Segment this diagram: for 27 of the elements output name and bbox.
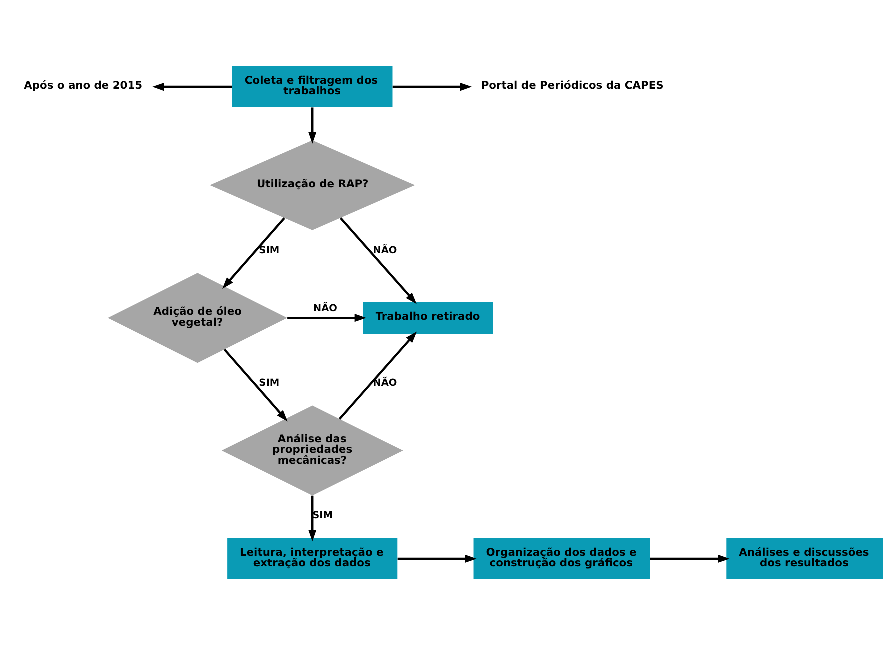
- arrow: [224, 348, 288, 422]
- node-text: Portal de Periódicos da CAPES: [481, 78, 664, 92]
- arrow: [398, 554, 477, 564]
- arrow: [308, 108, 317, 144]
- edge-label: NÃO: [313, 304, 338, 315]
- arrow: [288, 314, 366, 322]
- arrow: [339, 332, 418, 420]
- edge-label: NÃO: [373, 245, 398, 256]
- edge-label: SIM: [312, 510, 334, 522]
- edge-label: NÃO: [373, 378, 398, 390]
- node-diamond: Utilização de RAP?: [210, 140, 416, 230]
- edge-label: SIM: [259, 245, 280, 256]
- arrow: [152, 82, 232, 92]
- arrow: [308, 496, 317, 542]
- arrow: [650, 554, 730, 564]
- arrow: [340, 218, 417, 304]
- node-box: Análises e discussões dos resultados: [726, 538, 884, 580]
- node-box: Trabalho retirado: [363, 302, 494, 334]
- node-box: Leitura, interpretação e extração dos dados: [228, 538, 398, 580]
- node-diamond: Análise das propriedades mecânicas?: [222, 406, 404, 496]
- arrow: [222, 218, 286, 289]
- arrow: [392, 82, 472, 92]
- node-box: Coleta e filtragem dos trabalhos: [232, 66, 393, 108]
- edge-label: SIM: [259, 378, 280, 390]
- node-text: Após o ano de 2015: [24, 78, 143, 92]
- node-box: Organização dos dados e construção dos gráficos: [474, 538, 650, 580]
- node-diamond: Adição de óleo vegetal?: [108, 273, 288, 364]
